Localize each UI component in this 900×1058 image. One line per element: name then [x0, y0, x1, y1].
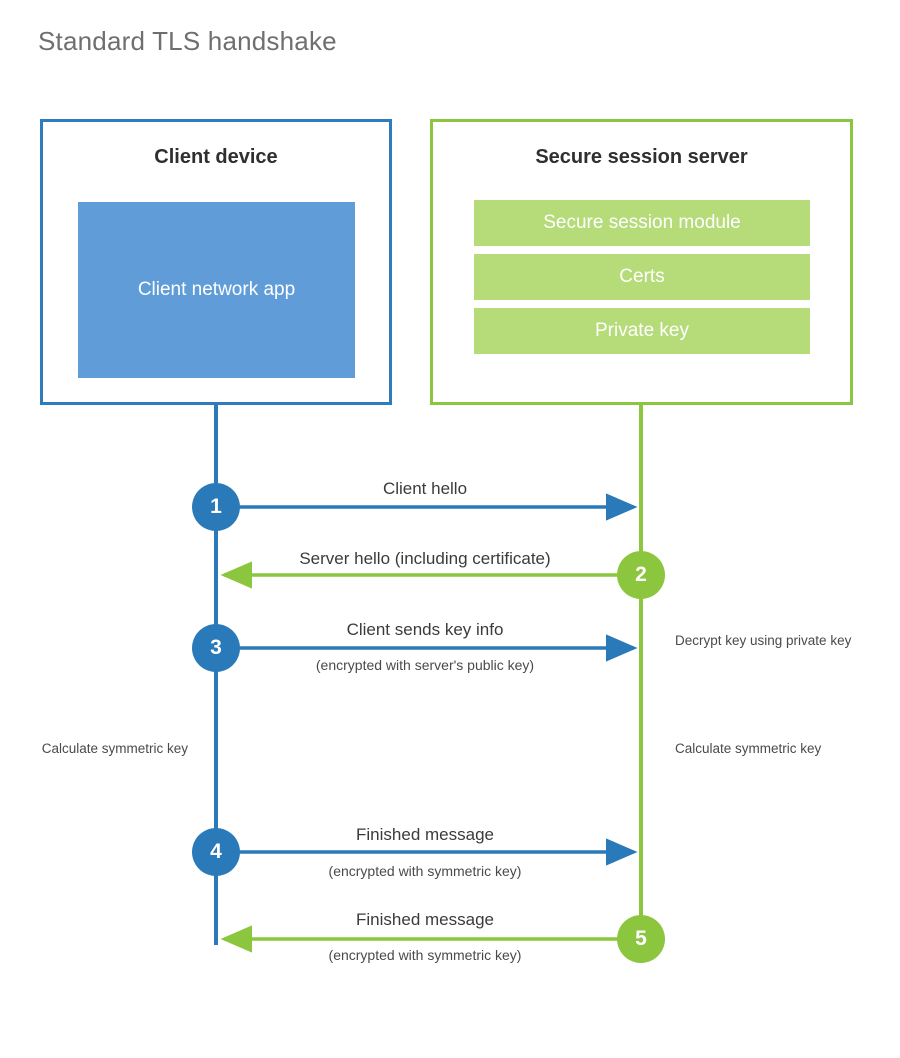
step-circle-1: 1: [192, 483, 240, 531]
server-component-stack: Secure session module Certs Private key: [474, 200, 810, 362]
client-network-app-block: Client network app: [78, 202, 355, 378]
secure-session-server-title: Secure session server: [535, 146, 748, 168]
secure-session-server-box: Secure session server Secure session mod…: [430, 119, 853, 405]
note-client-calculate-symmetric-key: Calculate symmetric key: [41, 741, 188, 756]
flow-label-step-5: Finished message: [356, 910, 494, 929]
server-component-secure-session-module: Secure session module: [474, 200, 810, 246]
flow-sublabel-step-5: (encrypted with symmetric key): [328, 947, 522, 963]
client-device-box: Client device Client network app: [40, 119, 392, 405]
page-title: Standard TLS handshake: [38, 26, 337, 56]
flow-sublabel-step-3: (encrypted with server's public key): [315, 657, 535, 673]
step-circle-2: 2: [617, 551, 665, 599]
note-decrypt-key: Decrypt key using private key: [675, 633, 852, 648]
client-device-title: Client device: [154, 146, 278, 168]
server-component-private-key: Private key: [474, 308, 810, 354]
flow-sublabel-step-4: (encrypted with symmetric key): [328, 863, 522, 879]
step-circle-5: 5: [617, 915, 665, 963]
flow-label-step-3: Client sends key info: [346, 620, 504, 639]
server-component-certs: Certs: [474, 254, 810, 300]
step-circle-3: 3: [192, 624, 240, 672]
step-circle-4: 4: [192, 828, 240, 876]
flow-label-step-1: Client hello: [382, 479, 468, 498]
flow-label-step-4: Finished message: [356, 825, 494, 844]
flow-label-step-2: Server hello (including certificate): [299, 549, 551, 568]
note-server-calculate-symmetric-key: Calculate symmetric key: [675, 741, 822, 756]
